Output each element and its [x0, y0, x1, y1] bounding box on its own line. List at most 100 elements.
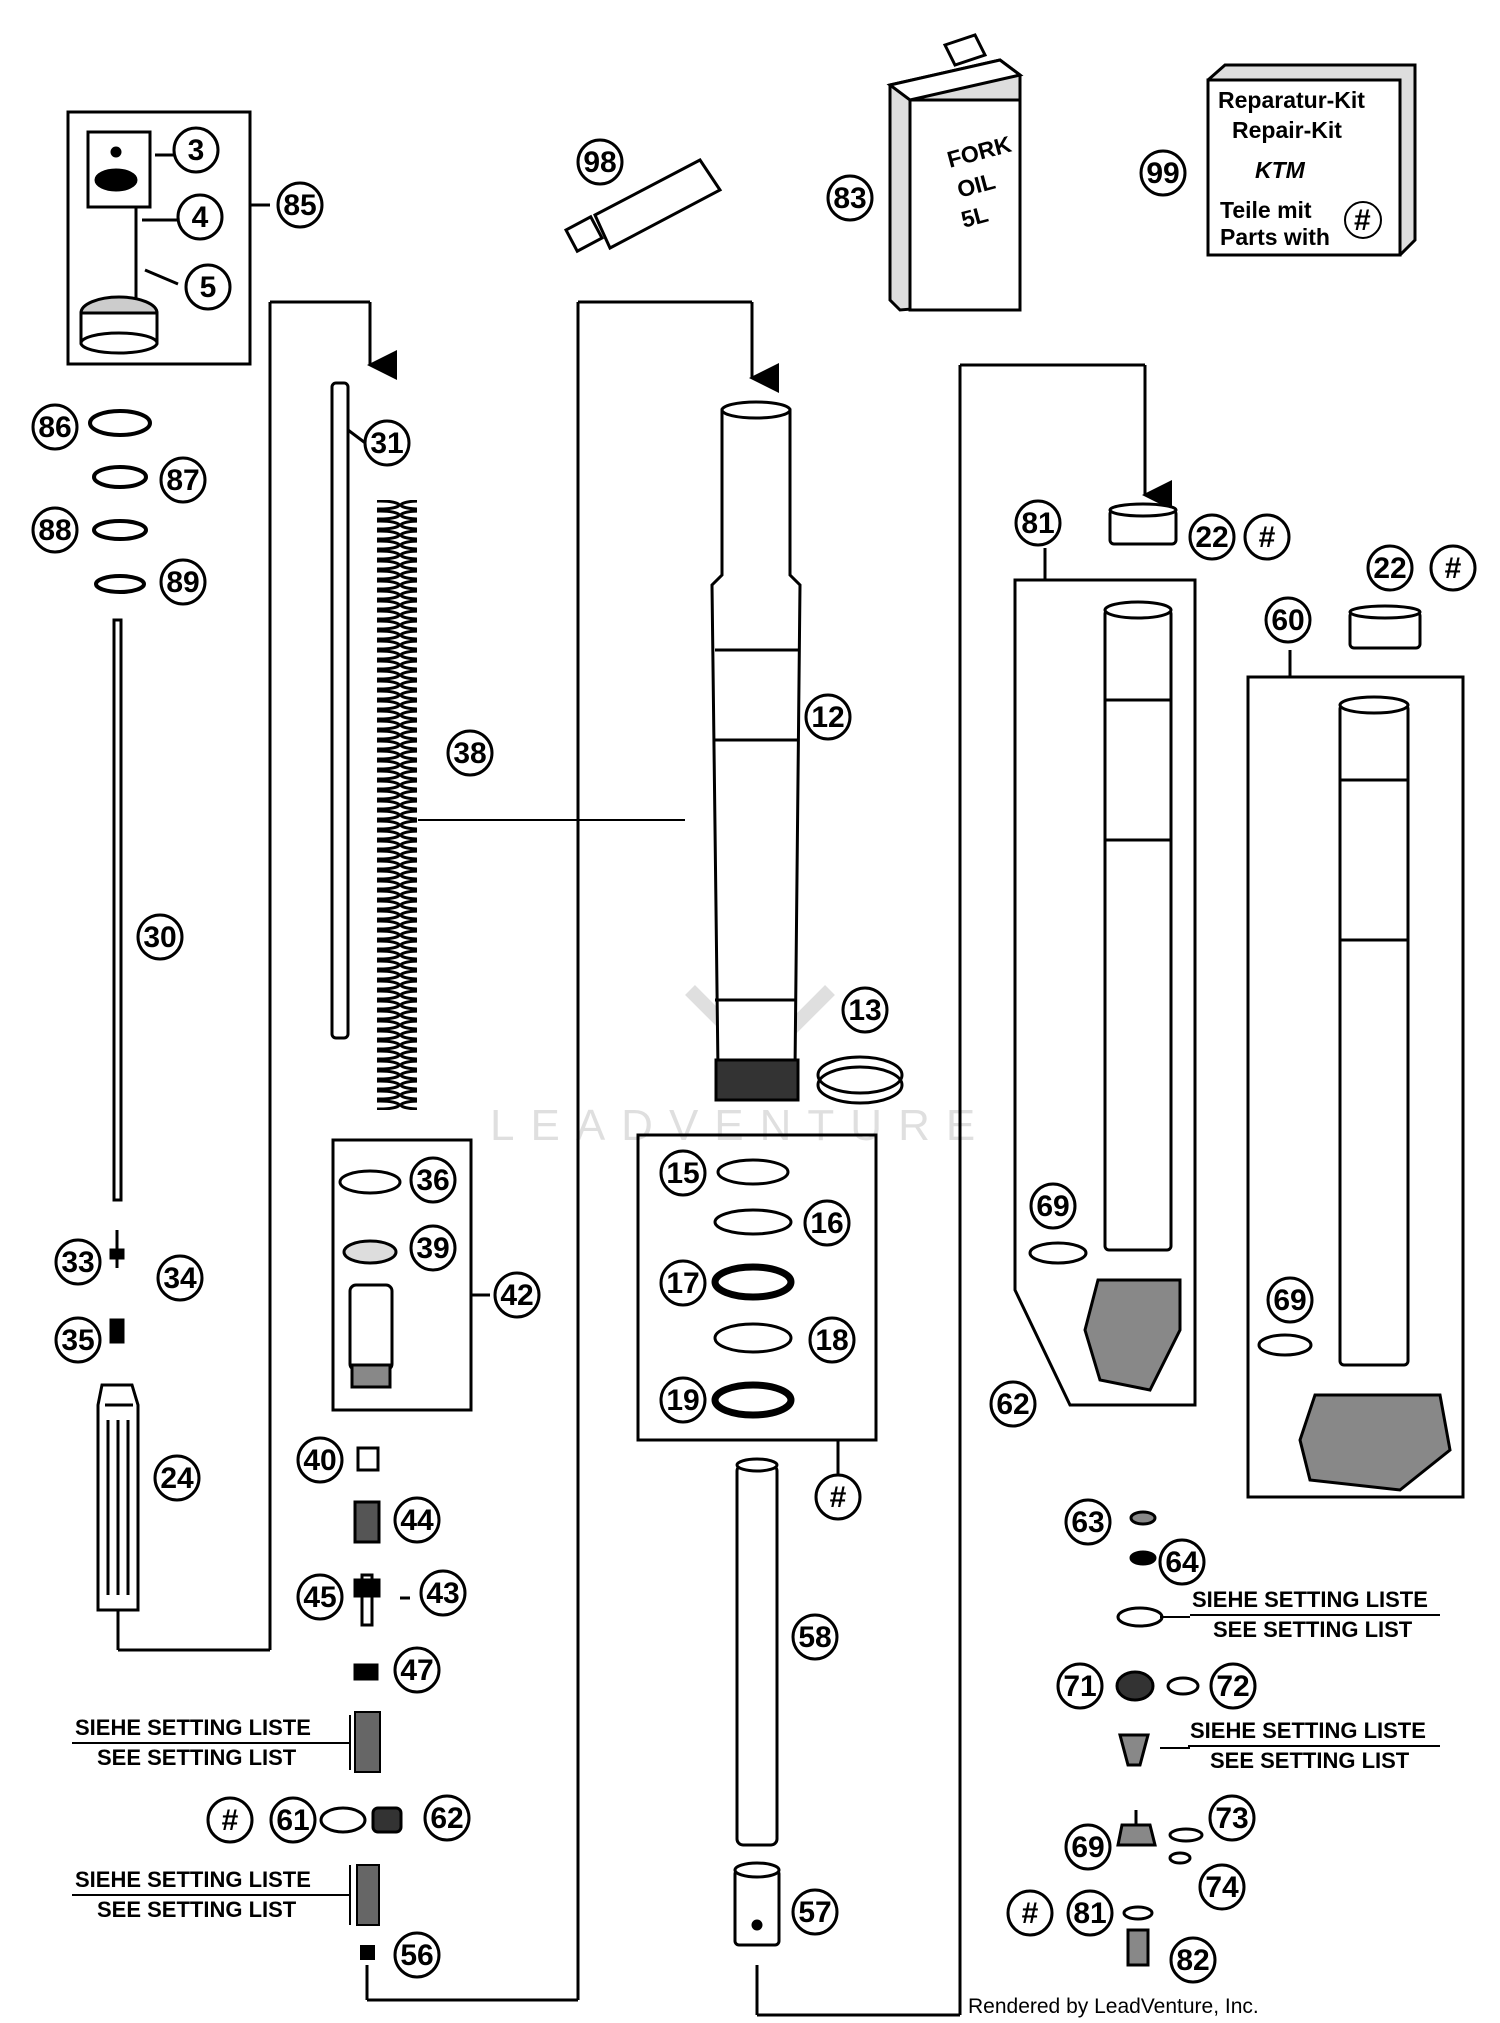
part-81-fork-leg [1013, 548, 1197, 1407]
callout-c63: 63 [1064, 1498, 1112, 1546]
callout-number: 24 [160, 1462, 194, 1495]
callout-number: 4 [192, 201, 209, 234]
callout-c58: 58 [791, 1613, 839, 1661]
callout-c45: 45 [296, 1573, 344, 1621]
callout-number: 98 [583, 146, 616, 179]
valve-parts [353, 1446, 410, 1681]
callout-c99: 99 [1139, 149, 1187, 197]
kit-line3: Teile mit [1220, 197, 1312, 223]
callout-c81b: 81 [1066, 1889, 1114, 1937]
callout-number: 64 [1165, 1546, 1199, 1579]
callout-number: 63 [1071, 1506, 1104, 1539]
part-42-assembly [331, 1138, 490, 1412]
part-58-inner-tube [735, 1457, 779, 1847]
part-31-cartridge-tube [330, 381, 369, 1040]
callout-number: 82 [1176, 1944, 1209, 1977]
part-30-damper-rod [96, 300, 397, 1652]
callout-c42: 42 [493, 1271, 541, 1319]
callout-number: 12 [811, 701, 844, 734]
setting-note-left-1: SIEHE SETTING LISTE SEE SETTING LIST [72, 1711, 381, 1773]
callout-c85: 85 [276, 181, 324, 229]
callout-c38: 38 [446, 729, 494, 777]
watermark-text: LEADVENTURE [490, 1101, 991, 1150]
callout-number: 44 [400, 1504, 434, 1537]
callout-c18: 18 [808, 1316, 856, 1364]
callout-number: 81 [1021, 507, 1054, 540]
callout-number: 22 [1195, 521, 1228, 554]
callout-c40: 40 [296, 1436, 344, 1484]
callout-number: 85 [283, 189, 316, 222]
washer-stack [88, 409, 152, 594]
note-left-1-line1: SIEHE SETTING LISTE [75, 1715, 311, 1740]
part-99-repair-kit: Reparatur-Kit Repair-Kit KTM Teile mit P… [1206, 63, 1417, 257]
hash-symbol: # [1022, 1897, 1039, 1930]
callout-c73: 73 [1208, 1794, 1256, 1842]
callout-c22a: 22 [1188, 513, 1236, 561]
callout-number: 72 [1216, 1670, 1249, 1703]
callout-c22b: 22 [1366, 544, 1414, 592]
callout-c15: 15 [659, 1149, 707, 1197]
note-right-1-line1: SIEHE SETTING LISTE [1192, 1587, 1428, 1612]
callout-c24: 24 [153, 1454, 201, 1502]
callout-c71: 71 [1056, 1662, 1104, 1710]
callout-c88: 88 [31, 506, 79, 554]
callout-c81: 81 [1014, 499, 1062, 547]
part-98-grease-tube [563, 158, 723, 254]
part-13-clamp [816, 1055, 904, 1105]
hash-symbol: # [830, 1481, 847, 1514]
callout-number: 87 [166, 464, 199, 497]
callout-c83: 83 [826, 174, 874, 222]
setting-note-right-1: SIEHE SETTING LISTE SEE SETTING LIST [1160, 1587, 1440, 1642]
note-right-1-line2: SEE SETTING LIST [1213, 1617, 1413, 1642]
callout-number: 62 [430, 1802, 463, 1835]
repair-kit-marker-5: # [1006, 1889, 1054, 1937]
callout-number: 60 [1271, 604, 1304, 637]
bushing-22-right [1348, 604, 1422, 650]
callout-c82: 82 [1169, 1936, 1217, 1984]
callout-number: 3 [188, 134, 205, 167]
callout-number: 57 [798, 1896, 831, 1929]
callout-c89: 89 [159, 558, 207, 606]
callout-number: 45 [303, 1581, 336, 1614]
callout-c39: 39 [409, 1224, 457, 1272]
callout-c44: 44 [393, 1496, 441, 1544]
callout-number: 5 [200, 271, 217, 304]
note-left-2-line2: SEE SETTING LIST [97, 1897, 297, 1922]
hash-symbol: # [1259, 521, 1276, 554]
callout-c5: 5 [184, 263, 232, 311]
callout-c13: 13 [841, 986, 889, 1034]
callout-c98: 98 [576, 138, 624, 186]
callout-number: 31 [370, 427, 403, 460]
callout-c72: 72 [1209, 1662, 1257, 1710]
callout-number: 39 [416, 1232, 449, 1265]
callout-c69a: 69 [1029, 1182, 1077, 1230]
callout-c35: 35 [54, 1316, 102, 1364]
note-right-2-line2: SEE SETTING LIST [1210, 1748, 1410, 1773]
part-57-bushing [733, 363, 1172, 2017]
callout-number: 47 [400, 1654, 433, 1687]
callout-c61: 61 [269, 1796, 317, 1844]
callout-c56: 56 [393, 1931, 441, 1979]
callout-c16: 16 [803, 1199, 851, 1247]
callout-number: 62 [996, 1388, 1029, 1421]
callout-c12: 12 [804, 693, 852, 741]
callout-number: 56 [400, 1939, 433, 1972]
repair-kit-marker-1: # [1243, 513, 1291, 561]
callout-c34: 34 [156, 1254, 204, 1302]
kit-line4: Parts with [1220, 224, 1330, 250]
part-85-cap-assembly [66, 110, 270, 366]
callout-c62a: 62 [423, 1794, 471, 1842]
setting-note-right-2: SIEHE SETTING LISTE SEE SETTING LIST [1160, 1718, 1440, 1773]
callout-number: 86 [38, 411, 71, 444]
part-38-fork-spring [377, 500, 685, 1110]
callout-number: 34 [163, 1262, 197, 1295]
callout-number: 40 [303, 1444, 336, 1477]
callout-number: 89 [166, 566, 199, 599]
callout-number: 13 [848, 994, 881, 1027]
kit-hash: # [1354, 204, 1371, 237]
callout-number: 81 [1073, 1897, 1106, 1930]
callout-c4: 4 [176, 193, 224, 241]
hash-symbol: # [222, 1804, 239, 1837]
kit-line1: Reparatur-Kit [1218, 87, 1365, 113]
